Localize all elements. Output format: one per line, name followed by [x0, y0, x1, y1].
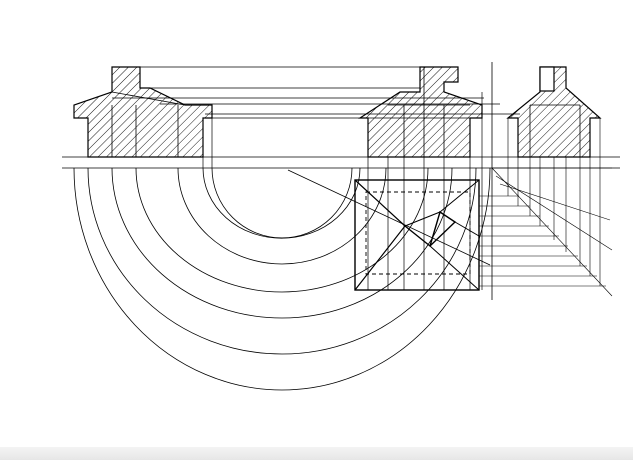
miter-projection — [479, 118, 613, 297]
top-view — [354, 179, 480, 291]
side-view — [506, 66, 602, 158]
right-section-view — [357, 66, 483, 158]
left-section-view — [73, 66, 213, 158]
construction-diagonal — [287, 169, 491, 266]
scan-edge-strip — [0, 447, 633, 460]
vertical-projection-lines — [202, 92, 483, 290]
projection-arcs — [73, 168, 491, 391]
